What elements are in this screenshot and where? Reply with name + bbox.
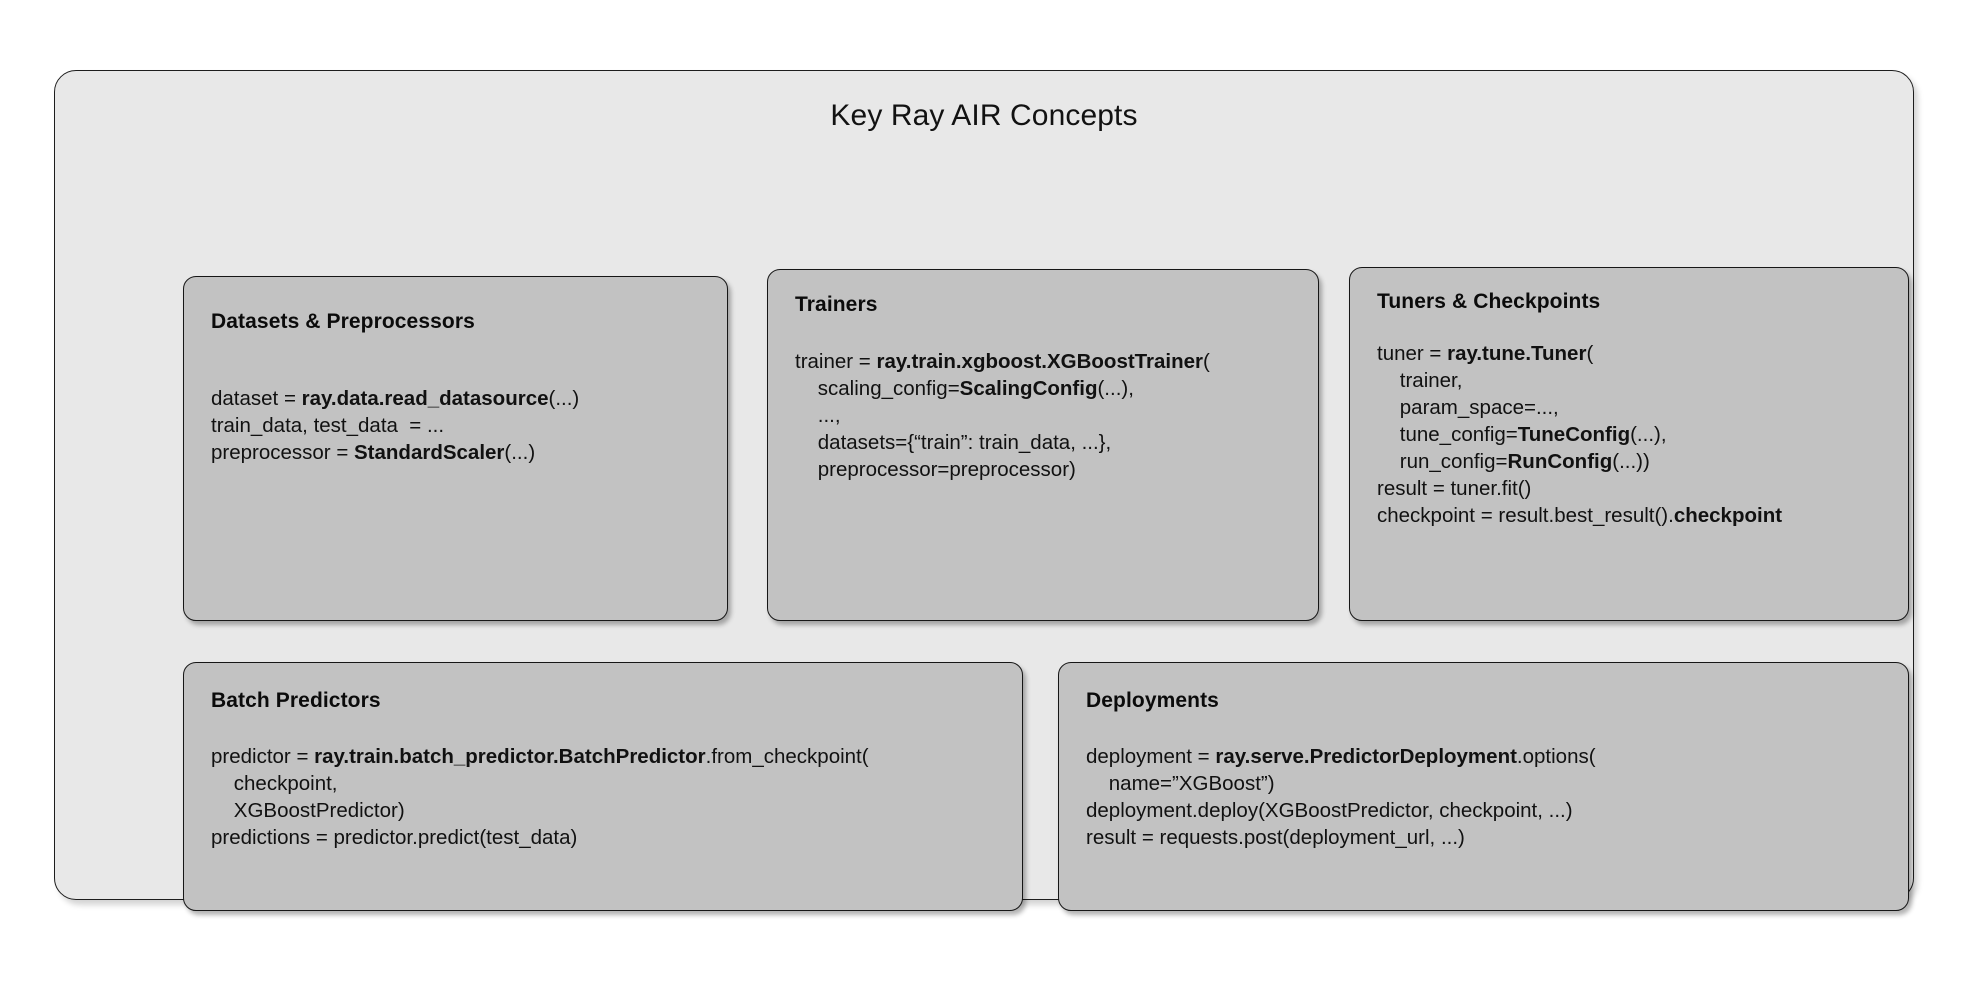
code-line: trainer = ray.train.xgboost.XGBoostTrain…: [795, 350, 1210, 373]
card-title-batch: Batch Predictors: [211, 689, 381, 712]
code-line: checkpoint,: [211, 772, 338, 796]
code-line: deployment = ray.serve.PredictorDeployme…: [1086, 745, 1596, 768]
key-ray-air-concepts-panel: Key Ray AIR Concepts Datasets & Preproce…: [54, 70, 1914, 911]
code-line: run_config=RunConfig(...)): [1377, 450, 1650, 474]
code-line: trainer,: [1377, 369, 1463, 393]
code-line: result = requests.post(deployment_url, .…: [1086, 826, 1465, 850]
card-batch-predictors: Batch Predictors predictor = ray.train.b…: [183, 662, 1023, 911]
code-line: tune_config=TuneConfig(...),: [1377, 423, 1667, 447]
card-deployments: Deployments deployment = ray.serve.Predi…: [1058, 662, 1909, 911]
page-title: Key Ray AIR Concepts: [830, 99, 1138, 132]
code-line: tuner = ray.tune.Tuner(: [1377, 342, 1594, 365]
card-tuners-checkpoints: Tuners & Checkpoints tuner = ray.tune.Tu…: [1349, 267, 1909, 621]
card-title-deployments: Deployments: [1086, 689, 1219, 712]
card-title-datasets: Datasets & Preprocessors: [211, 310, 475, 333]
card-code-datasets: dataset = ray.data.read_datasource(...)t…: [211, 385, 715, 466]
code-line: preprocessor=preprocessor): [795, 458, 1076, 482]
code-line: predictions = predictor.predict(test_dat…: [211, 826, 578, 850]
card-datasets-preprocessors: Datasets & Preprocessors dataset = ray.d…: [183, 276, 728, 621]
card-trainers: Trainers trainer = ray.train.xgboost.XGB…: [767, 269, 1319, 621]
code-line: scaling_config=ScalingConfig(...),: [795, 377, 1134, 401]
card-code-batch: predictor = ray.train.batch_predictor.Ba…: [211, 743, 1010, 851]
code-line: param_space=...,: [1377, 396, 1559, 420]
code-line: dataset = ray.data.read_datasource(...): [211, 387, 580, 410]
code-line: ...,: [795, 404, 841, 428]
code-line: deployment.deploy(XGBoostPredictor, chec…: [1086, 799, 1573, 823]
code-line: result = tuner.fit(): [1377, 477, 1532, 501]
code-line: name=”XGBoost”): [1086, 772, 1275, 796]
code-line: predictor = ray.train.batch_predictor.Ba…: [211, 745, 869, 768]
card-code-tuners: tuner = ray.tune.Tuner( trainer, param_s…: [1377, 340, 1896, 529]
card-code-trainers: trainer = ray.train.xgboost.XGBoostTrain…: [795, 348, 1306, 483]
card-code-deployments: deployment = ray.serve.PredictorDeployme…: [1086, 743, 1896, 851]
code-line: checkpoint = result.best_result().checkp…: [1377, 504, 1783, 528]
code-line: train_data, test_data = ...: [211, 414, 445, 438]
code-line: preprocessor = StandardScaler(...): [211, 441, 536, 465]
card-title-tuners: Tuners & Checkpoints: [1377, 290, 1601, 313]
code-line: datasets={“train”: train_data, ...},: [795, 431, 1112, 455]
code-line: XGBoostPredictor): [211, 799, 405, 823]
card-title-trainers: Trainers: [795, 293, 878, 316]
